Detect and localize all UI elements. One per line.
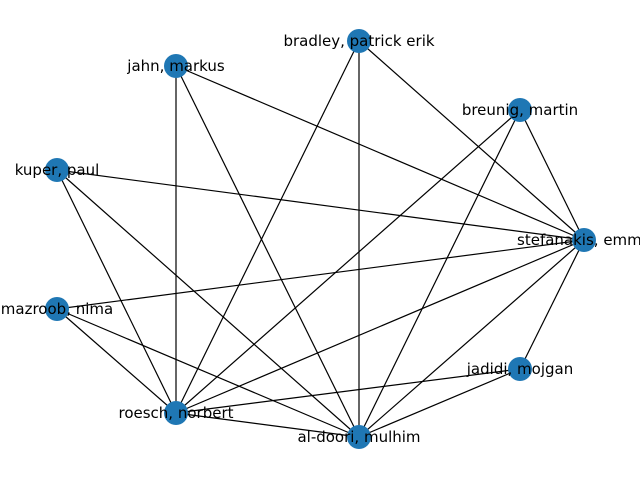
node-jadidi [508,357,532,381]
node-label-breunig: breunig, martin [462,101,578,119]
edge-stefanakis-aldoori [358,239,585,438]
node-label-aldoori: al-doori, mulhim [297,428,420,446]
node-aldoori [347,425,371,449]
edge-breunig-aldoori [358,109,521,438]
node-bradley [347,29,371,53]
node-roesch [164,401,188,425]
node-mazroob [45,297,69,321]
node-stefanakis [572,228,596,252]
edge-bradley-stefanakis [358,40,585,241]
node-label-roesch: roesch, norbert [119,404,234,422]
node-label-stefanakis: stefanakis, emma [517,231,640,249]
edge-kuper-stefanakis [56,169,585,241]
edge-stefanakis-mazroob [56,239,585,310]
edge-breunig-roesch [175,109,521,414]
edge-kuper-aldoori [56,169,360,438]
graph-edges [56,40,585,438]
node-label-jadidi: jadidi, mojgan [466,360,573,378]
edge-jadidi-roesch [175,368,521,414]
node-label-jahn: jahn, markus [126,57,225,75]
edge-mazroob-roesch [56,308,177,414]
node-label-bradley: bradley, patrick erik [283,32,434,50]
edge-bradley-roesch [175,40,360,414]
edge-stefanakis-roesch [175,239,585,414]
edge-roesch-aldoori [175,412,360,438]
edge-kuper-roesch [56,169,177,414]
node-breunig [508,98,532,122]
edge-mazroob-aldoori [56,308,360,438]
node-jahn [164,54,188,78]
edge-jahn-stefanakis [175,65,585,241]
graph-labels: bradley, patrick erik jahn, markus breunig… [1,32,640,446]
edge-jahn-aldoori [175,65,360,438]
edge-jadidi-aldoori [358,368,521,438]
edge-breunig-stefanakis [519,109,585,241]
node-label-kuper: kuper, paul [15,161,100,179]
graph-nodes [45,29,596,449]
node-kuper [45,158,69,182]
edge-stefanakis-jadidi [519,239,585,370]
node-label-mazroob: mazroob, nima [1,300,113,318]
